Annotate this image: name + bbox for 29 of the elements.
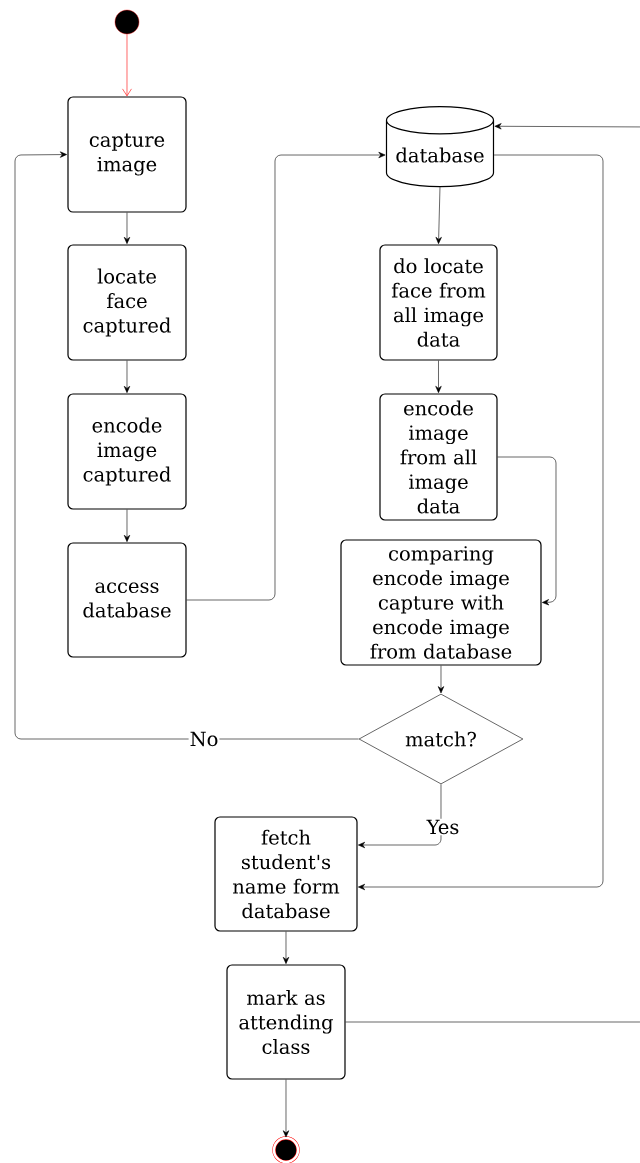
state-circle — [114, 9, 140, 35]
action-box: do locate face from all image data — [379, 244, 498, 361]
arrow — [437, 665, 445, 694]
edge-label: No — [188, 730, 220, 748]
arrow — [435, 186, 442, 244]
arrow — [123, 509, 131, 542]
database-cylinder: database — [385, 105, 495, 188]
action-box: mark as attending class — [226, 964, 346, 1080]
arrow — [358, 154, 604, 891]
arrow — [122, 33, 132, 97]
edge-label: Yes — [425, 818, 461, 836]
action-box: access database — [67, 542, 187, 658]
arrow — [123, 212, 131, 244]
arrow — [435, 360, 442, 393]
state-circle — [272, 1136, 300, 1163]
action-box: fetch student's name form database — [214, 816, 358, 932]
arrow — [123, 360, 131, 393]
arrow — [282, 1079, 290, 1138]
action-box: encode image captured — [67, 393, 187, 510]
arrow — [497, 456, 557, 606]
action-box: comparing encode image capture with encode image from database — [340, 539, 542, 666]
arrow — [282, 931, 290, 964]
action-box: locate face captured — [67, 244, 187, 361]
arrow — [186, 151, 386, 601]
action-box: encode image from all image data — [379, 393, 498, 521]
arrow — [358, 784, 442, 849]
arrow — [14, 151, 359, 740]
arrow — [345, 123, 640, 1023]
action-box: capture image — [67, 96, 187, 213]
